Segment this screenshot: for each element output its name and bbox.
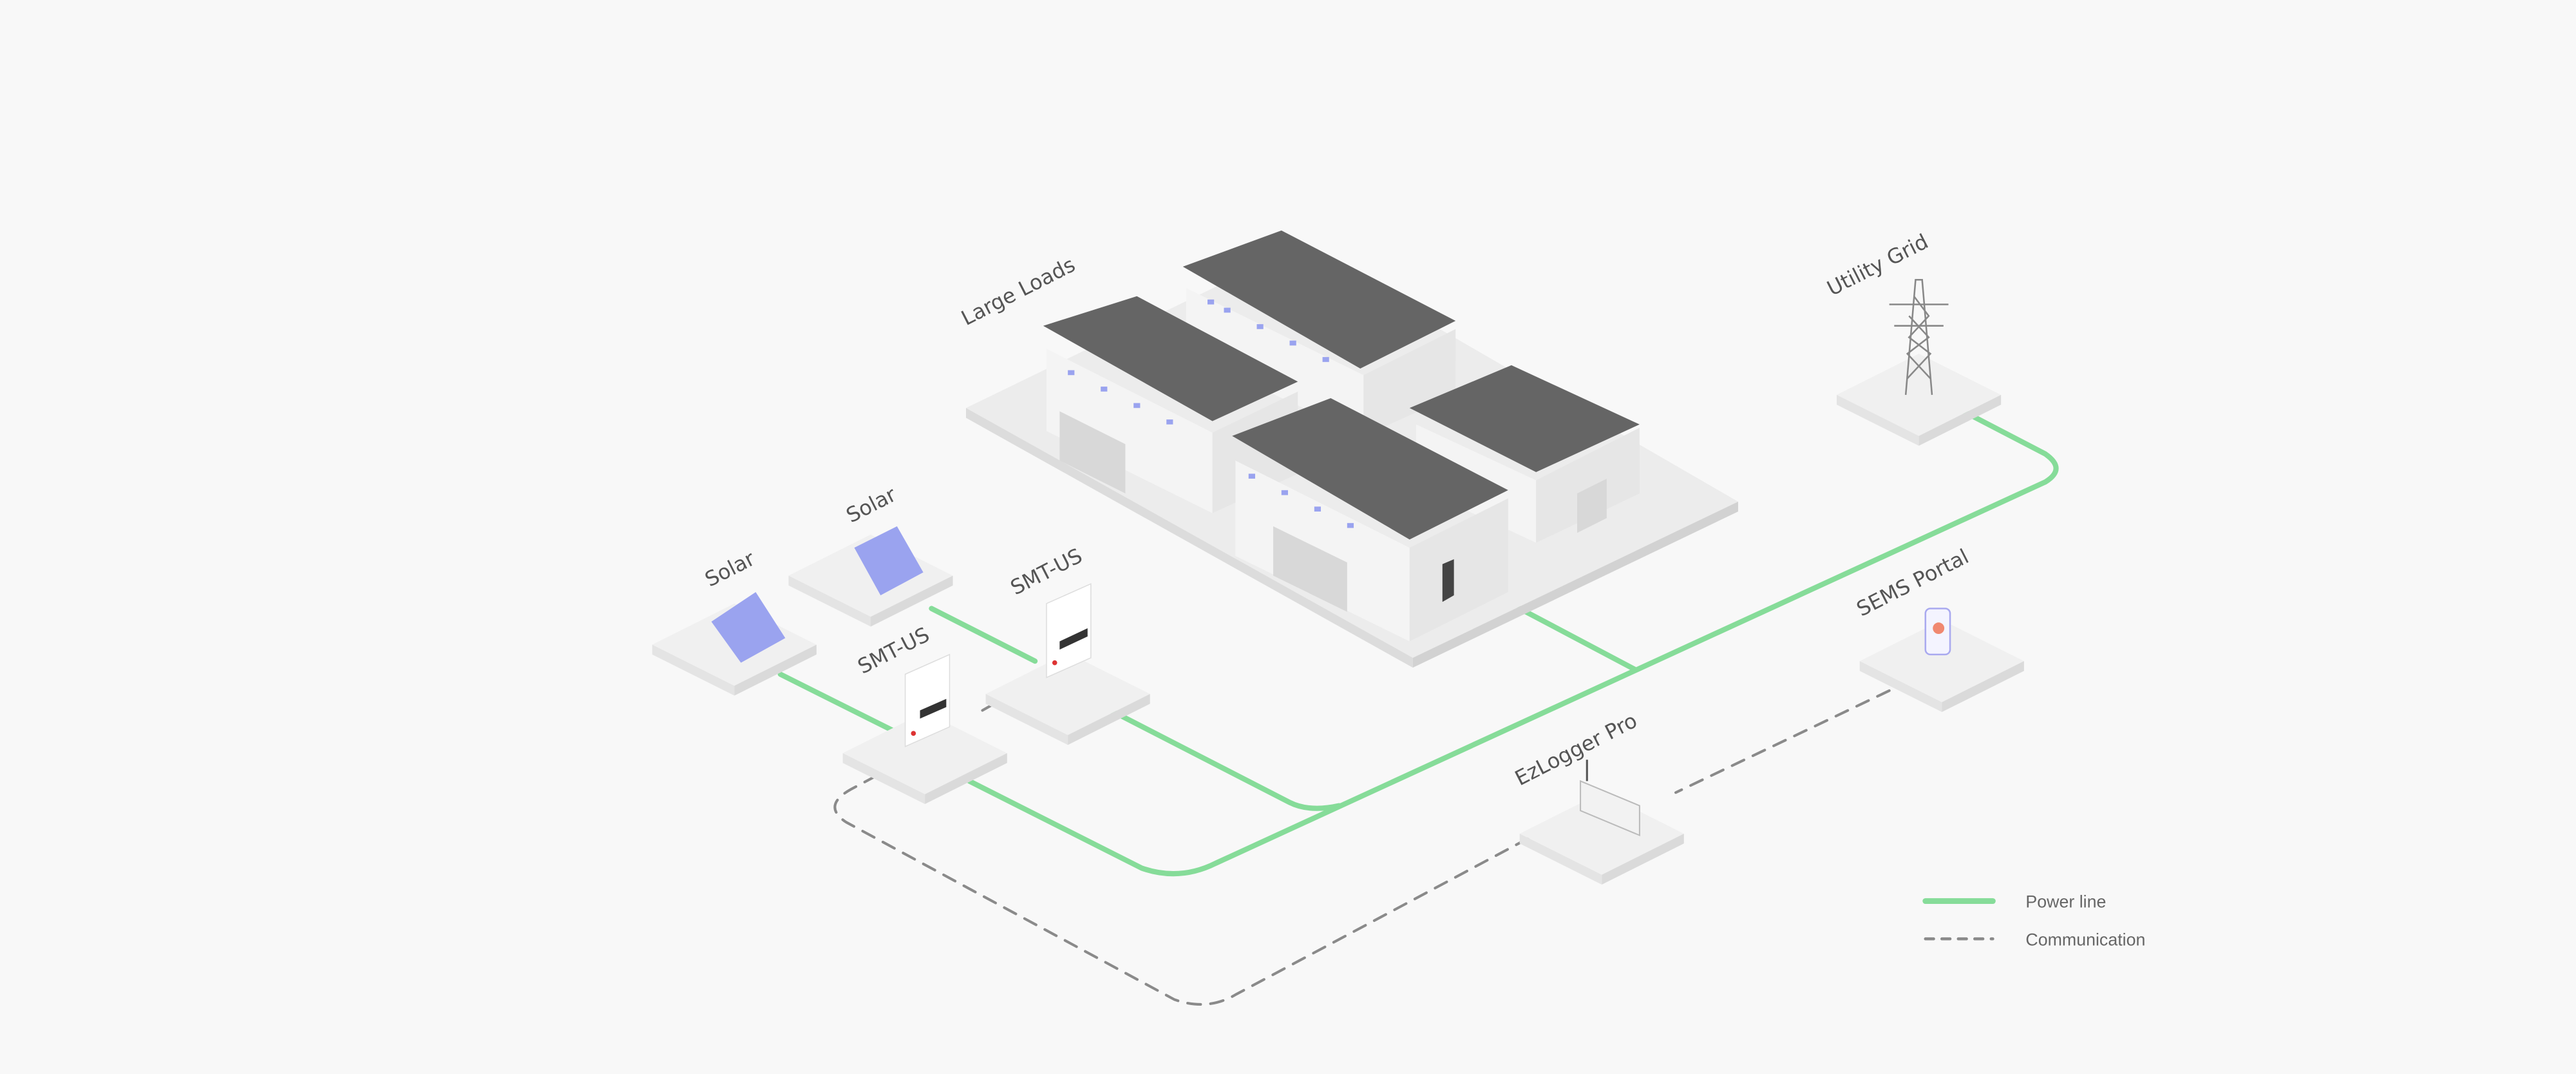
building (1182, 230, 1456, 436)
comm-line-sems-ezlogger (1674, 689, 1891, 794)
power-line-loads (1517, 606, 1638, 672)
label-solar-2: Solar (842, 482, 900, 528)
power-lines (777, 408, 2059, 877)
legend: Power line Communication (1922, 892, 2145, 949)
power-line-smt-2 (1108, 707, 1342, 811)
ezlogger-node: EzLogger Pro (1511, 708, 1684, 885)
building (1232, 398, 1508, 642)
power-line-grid-main (967, 408, 2059, 877)
inverter-node-1: SMT-US (842, 622, 1007, 805)
label-sems-portal: SEMS Portal (1853, 544, 1973, 621)
label-solar-1: Solar (701, 546, 759, 591)
utility-grid-node: Utility Grid (1823, 229, 2002, 446)
communication-lines (833, 681, 1891, 1006)
solar-node-1: Solar (652, 546, 817, 696)
solar-panel-icon (854, 526, 923, 596)
smartphone-icon (1924, 608, 1951, 656)
ezlogger-device-icon (1580, 760, 1640, 837)
sems-portal-node: SEMS Portal (1853, 544, 2024, 713)
label-large-loads: Large Loads (957, 252, 1079, 330)
power-line-solar-1 (777, 671, 898, 734)
solar-panel-icon (711, 591, 786, 663)
label-utility-grid: Utility Grid (1823, 229, 1932, 301)
power-line-solar-2 (929, 606, 1038, 664)
legend-power-line-label: Power line (2025, 892, 2106, 912)
transmission-tower-icon (1889, 278, 1949, 395)
comm-line-ezlogger-inverters (833, 747, 1530, 1006)
legend-communication-label: Communication (2025, 930, 2145, 949)
inverter-icon (1046, 583, 1092, 678)
large-loads-site (966, 230, 1738, 668)
solar-node-2: Solar (788, 482, 953, 627)
inverter-icon (904, 653, 951, 747)
inverter-node-2: SMT-US (985, 543, 1150, 745)
